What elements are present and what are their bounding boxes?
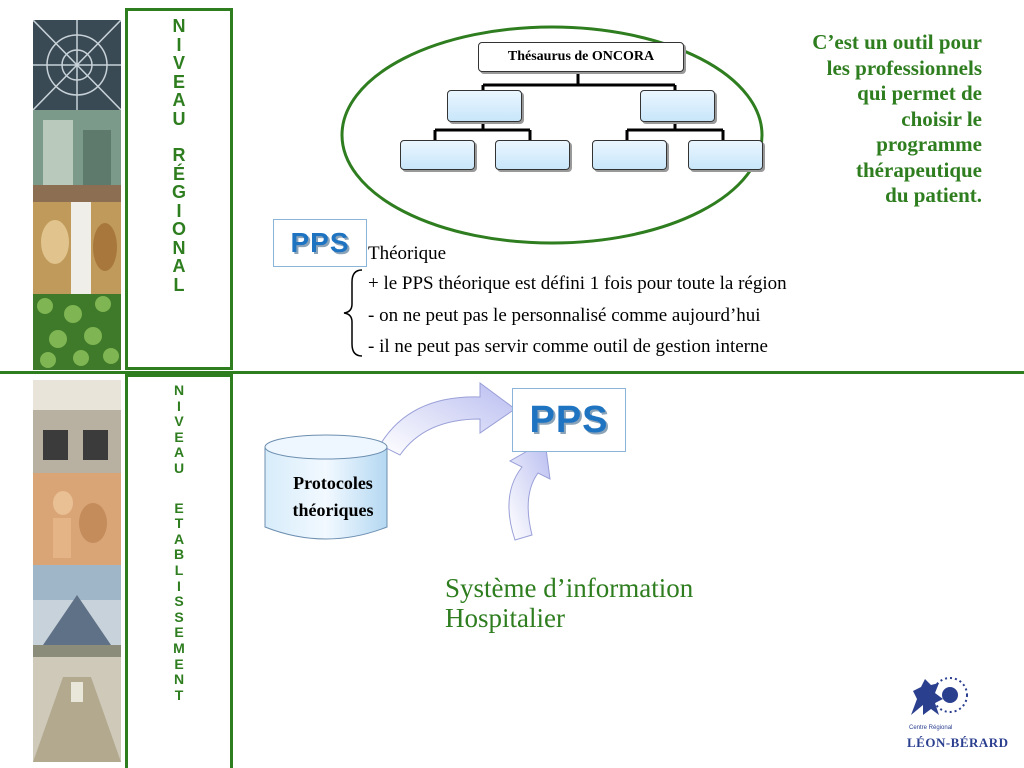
level-regional: N I V E A U R É G I O N A L — [125, 8, 233, 370]
photo-statue — [33, 202, 121, 294]
level-letter: E — [174, 624, 184, 641]
description-line: les professionnels — [826, 55, 982, 80]
logo-line2: LÉON-BÉRARD — [907, 735, 1009, 750]
photo-atrium — [33, 110, 121, 202]
arrow-sih-to-pps — [508, 440, 551, 541]
level-letter: S — [174, 593, 184, 610]
pps-regional-heading: Théorique — [368, 243, 447, 264]
logo-line1: Centre Régional — [909, 725, 953, 731]
description-line: programme — [876, 132, 982, 156]
level-letter: I — [176, 34, 182, 55]
level-letter: R — [172, 145, 186, 165]
thesaurus-child-node — [447, 90, 522, 122]
level-etablissement: N I V E A U E T A B L I S S E M E N T — [125, 374, 233, 768]
description-line: C’est un outil pour — [812, 30, 982, 54]
thesaurus-leaf-node — [592, 140, 667, 170]
level-letter: M — [173, 639, 185, 656]
description-line: thérapeutique — [856, 157, 982, 182]
level-letter: N — [172, 16, 186, 36]
description-line: qui permet de — [857, 81, 982, 105]
level-letter: U — [173, 459, 185, 476]
photo-building — [33, 565, 121, 657]
level-separator-line — [0, 371, 1024, 374]
level-letter: A — [173, 530, 185, 547]
brace-icon — [343, 269, 363, 357]
thesaurus-leaf-node — [400, 140, 475, 170]
logo-lion-icon — [911, 677, 968, 715]
level-letter: L — [174, 561, 184, 578]
thesaurus-root-label: Thésaurus de ONCORA — [507, 49, 655, 64]
thesaurus-leaf-node — [495, 140, 570, 170]
protocoles-label: Protocoles théoriques — [268, 470, 398, 524]
level-letter: N — [172, 237, 186, 258]
level-letter: A — [172, 90, 186, 110]
level-letter: I — [177, 577, 181, 594]
pps-regional-badge: PPS — [273, 219, 367, 267]
level-letter: E — [172, 71, 185, 92]
thesaurus-root-node: Thésaurus de ONCORA — [478, 42, 684, 72]
level-letter: T — [174, 515, 184, 532]
level-letter: V — [172, 53, 185, 73]
sih-line: Hospitalier — [445, 603, 565, 633]
thesaurus-ellipse — [340, 25, 764, 245]
level-letter: G — [171, 182, 186, 202]
description-line: choisir le — [901, 106, 982, 131]
thesaurus-description: C’est un outil pour les professionnels q… — [740, 30, 982, 209]
sih-label: Système d’information Hospitalier — [445, 573, 693, 633]
level-letter: E — [174, 655, 184, 672]
level-letter: O — [171, 219, 186, 239]
level-letter: I — [177, 397, 181, 414]
protocoles-cylinder — [264, 434, 388, 540]
pps-regional-point: - on ne peut pas le personnalisé comme a… — [368, 305, 761, 326]
level-letter: A — [172, 256, 186, 276]
protocoles-line: Protocoles — [293, 473, 373, 493]
level-letter: A — [173, 444, 185, 461]
level-letter: B — [173, 546, 185, 563]
thesaurus-leaf-node — [688, 140, 763, 170]
leon-berard-logo: Centre Régional LÉON-BÉRARD — [905, 675, 1008, 760]
level-letter: V — [174, 413, 184, 430]
level-letter: É — [172, 163, 185, 184]
level-letter: E — [174, 499, 184, 516]
level-letter: N — [173, 671, 185, 688]
arrow-protocoles-to-pps — [379, 382, 516, 456]
thesaurus-child-node — [640, 90, 715, 122]
protocoles-line: théoriques — [292, 500, 374, 520]
level-letter: T — [174, 686, 184, 703]
level-letter: L — [173, 274, 185, 295]
level-letter: E — [174, 428, 184, 445]
level-letter: S — [174, 608, 184, 625]
sih-line: Système d’information — [445, 573, 694, 603]
pps-etablissement-badge: PPS — [512, 388, 626, 452]
level-letter: I — [176, 200, 182, 221]
photo-corridor — [33, 657, 121, 762]
photo-ivy — [33, 294, 121, 370]
pps-regional-point: - il ne peut pas servir comme outil de g… — [368, 336, 768, 357]
level-letter: N — [173, 382, 185, 398]
photo-cafeteria — [33, 380, 121, 473]
flow-arrows — [264, 382, 551, 541]
thesaurus-tree-diagram — [340, 25, 764, 245]
pps-regional-point: + le PPS théorique est défini 1 fois pou… — [368, 273, 787, 294]
level-letter: U — [172, 108, 186, 129]
photo-relief — [33, 473, 121, 565]
description-line: du patient. — [885, 183, 982, 207]
photo-glass-roof — [33, 20, 121, 110]
